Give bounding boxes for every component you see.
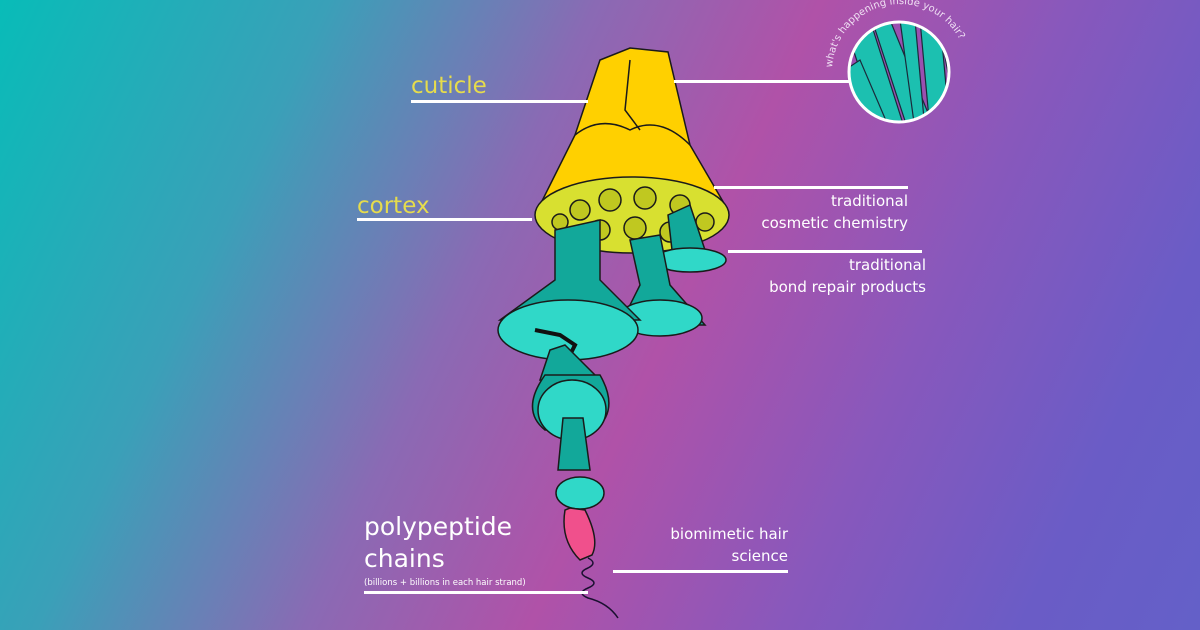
label-line: traditional <box>830 192 908 210</box>
magnifier-pointer-line <box>674 80 850 83</box>
biomimetic-hair-science-label: biomimetic hair science <box>670 523 788 567</box>
cosmetic-chemistry-line <box>714 186 908 189</box>
label-line: chains <box>364 544 445 573</box>
polypeptide-line <box>364 591 588 594</box>
cuticle-label: cuticle <box>411 73 487 99</box>
label-line: bond repair products <box>769 278 926 296</box>
label-line: polypeptide <box>364 512 513 541</box>
cortex-label: cortex <box>357 193 430 219</box>
biomimetic-line <box>613 570 788 573</box>
label-line: cosmetic chemistry <box>761 214 908 232</box>
traditional-bond-repair-label: traditional bond repair products <box>769 254 926 298</box>
label-line: traditional <box>848 256 926 274</box>
cuticle-pointer-line <box>411 100 588 103</box>
bond-repair-line <box>728 250 922 253</box>
polypeptide-chains-label: polypeptide chains <box>364 511 512 575</box>
magnifier-circle: what's happening inside your hair? <box>824 0 967 124</box>
polypeptide-note: (billions + billions in each hair strand… <box>364 578 526 588</box>
traditional-cosmetic-chemistry-label: traditional cosmetic chemistry <box>761 190 908 234</box>
cortex-pointer-line <box>357 218 532 221</box>
cortex-fibers <box>497 203 727 619</box>
label-line: biomimetic hair <box>670 525 788 543</box>
label-line: science <box>731 547 788 565</box>
cuticle-layer <box>534 47 730 254</box>
